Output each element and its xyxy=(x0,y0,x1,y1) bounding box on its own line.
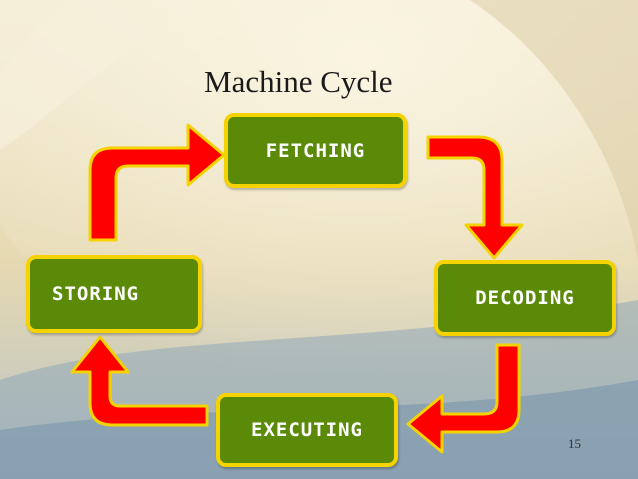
arrow-fetching-to-decoding xyxy=(426,135,524,260)
arrow-executing-to-storing xyxy=(70,335,209,427)
page-number: 15 xyxy=(568,436,581,451)
stage-fetching: FETCHING xyxy=(224,113,407,188)
stage-storing: STORING xyxy=(26,255,202,333)
arrow-decoding-to-executing xyxy=(406,343,521,454)
slide-title: Machine Cycle xyxy=(204,64,393,99)
arrow-storing-to-fetching xyxy=(88,123,226,242)
stage-decoding: DECODING xyxy=(434,260,616,336)
stage-executing: EXECUTING xyxy=(216,393,398,467)
